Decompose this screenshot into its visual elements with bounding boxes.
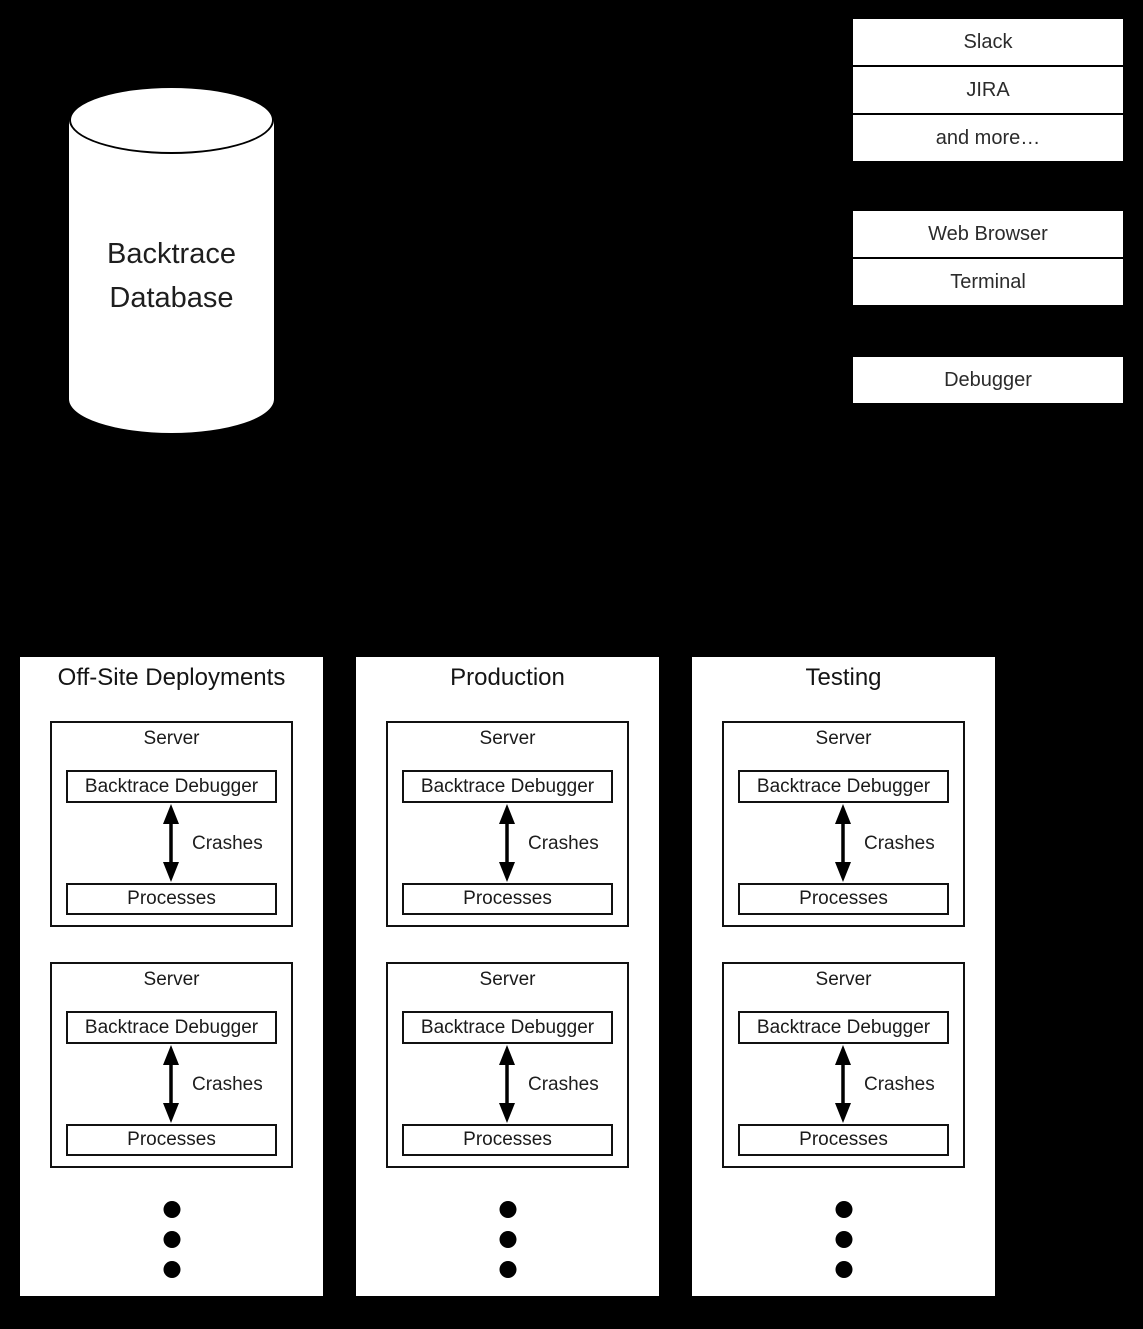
crashes-label: Crashes <box>864 1074 935 1095</box>
database-cylinder-top-ellipse <box>69 86 274 154</box>
panel-testing: Testing Server Backtrace Debugger Crashe… <box>692 657 995 1296</box>
panel-offsite-deployments: Off-Site Deployments Server Backtrace De… <box>20 657 323 1296</box>
server-card: Server Backtrace Debugger Crashes Proces… <box>386 962 629 1168</box>
server-title: Server <box>815 728 872 749</box>
debugger-item: Debugger <box>853 357 1123 403</box>
server-title: Server <box>143 969 200 990</box>
crashes-label: Crashes <box>192 1074 263 1095</box>
double-arrow-icon <box>835 804 851 882</box>
server-card: Server Backtrace Debugger Crashes Proces… <box>386 721 629 927</box>
panel-title: Production <box>450 664 565 691</box>
double-arrow-icon <box>499 1045 515 1123</box>
server-title: Server <box>815 969 872 990</box>
panel-title: Testing <box>805 664 882 691</box>
crashes-arrow-zone: Crashes <box>388 803 627 883</box>
ellipsis-dots <box>163 1201 180 1278</box>
integrations-stack: Slack JIRA and more… <box>853 19 1123 161</box>
double-arrow-icon <box>163 1045 179 1123</box>
panel-title: Off-Site Deployments <box>57 664 286 691</box>
crashes-arrow-zone: Crashes <box>724 803 963 883</box>
backtrace-debugger-box: Backtrace Debugger <box>66 1011 277 1044</box>
integration-item-slack: Slack <box>853 19 1123 65</box>
database-label: Backtrace Database <box>69 232 274 320</box>
client-item-terminal: Terminal <box>853 259 1123 305</box>
processes-box: Processes <box>738 1124 949 1156</box>
crashes-label: Crashes <box>528 1074 599 1095</box>
panel-production: Production Server Backtrace Debugger Cra… <box>356 657 659 1296</box>
double-arrow-icon <box>163 804 179 882</box>
integration-item-more: and more… <box>853 115 1123 161</box>
backtrace-debugger-box: Backtrace Debugger <box>66 770 277 803</box>
processes-box: Processes <box>402 1124 613 1156</box>
ellipsis-dots <box>835 1201 852 1278</box>
server-card: Server Backtrace Debugger Crashes Proces… <box>722 721 965 927</box>
crashes-arrow-zone: Crashes <box>52 1044 291 1124</box>
processes-box: Processes <box>66 883 277 915</box>
ellipsis-dots <box>499 1201 516 1278</box>
database-label-line2: Database <box>109 282 234 314</box>
backtrace-debugger-box: Backtrace Debugger <box>738 770 949 803</box>
server-title: Server <box>479 728 536 749</box>
crashes-arrow-zone: Crashes <box>388 1044 627 1124</box>
processes-box: Processes <box>66 1124 277 1156</box>
server-card: Server Backtrace Debugger Crashes Proces… <box>50 721 293 927</box>
backtrace-debugger-box: Backtrace Debugger <box>402 1011 613 1044</box>
server-card: Server Backtrace Debugger Crashes Proces… <box>722 962 965 1168</box>
database-cylinder: Backtrace Database <box>69 86 274 433</box>
server-title: Server <box>479 969 536 990</box>
database-label-line1: Backtrace <box>107 238 236 270</box>
backtrace-debugger-box: Backtrace Debugger <box>738 1011 949 1044</box>
crashes-label: Crashes <box>864 833 935 854</box>
processes-box: Processes <box>738 883 949 915</box>
clients-stack: Web Browser Terminal <box>853 211 1123 305</box>
client-item-web-browser: Web Browser <box>853 211 1123 257</box>
crashes-arrow-zone: Crashes <box>724 1044 963 1124</box>
server-card: Server Backtrace Debugger Crashes Proces… <box>50 962 293 1168</box>
crashes-arrow-zone: Crashes <box>52 803 291 883</box>
double-arrow-icon <box>499 804 515 882</box>
crashes-label: Crashes <box>192 833 263 854</box>
server-title: Server <box>143 728 200 749</box>
double-arrow-icon <box>835 1045 851 1123</box>
processes-box: Processes <box>402 883 613 915</box>
database-cylinder-body <box>69 120 274 433</box>
backtrace-debugger-box: Backtrace Debugger <box>402 770 613 803</box>
crashes-label: Crashes <box>528 833 599 854</box>
debugger-stack: Debugger <box>853 357 1123 403</box>
integration-item-jira: JIRA <box>853 67 1123 113</box>
